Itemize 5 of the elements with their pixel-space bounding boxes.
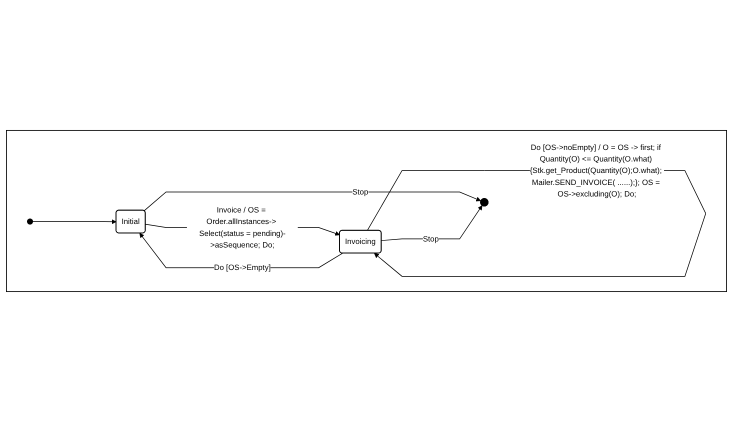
arrow [144,192,481,212]
arrow [32,219,117,224]
cluster [6,130,727,292]
node-circle [26,218,34,225]
arrow [381,205,482,241]
